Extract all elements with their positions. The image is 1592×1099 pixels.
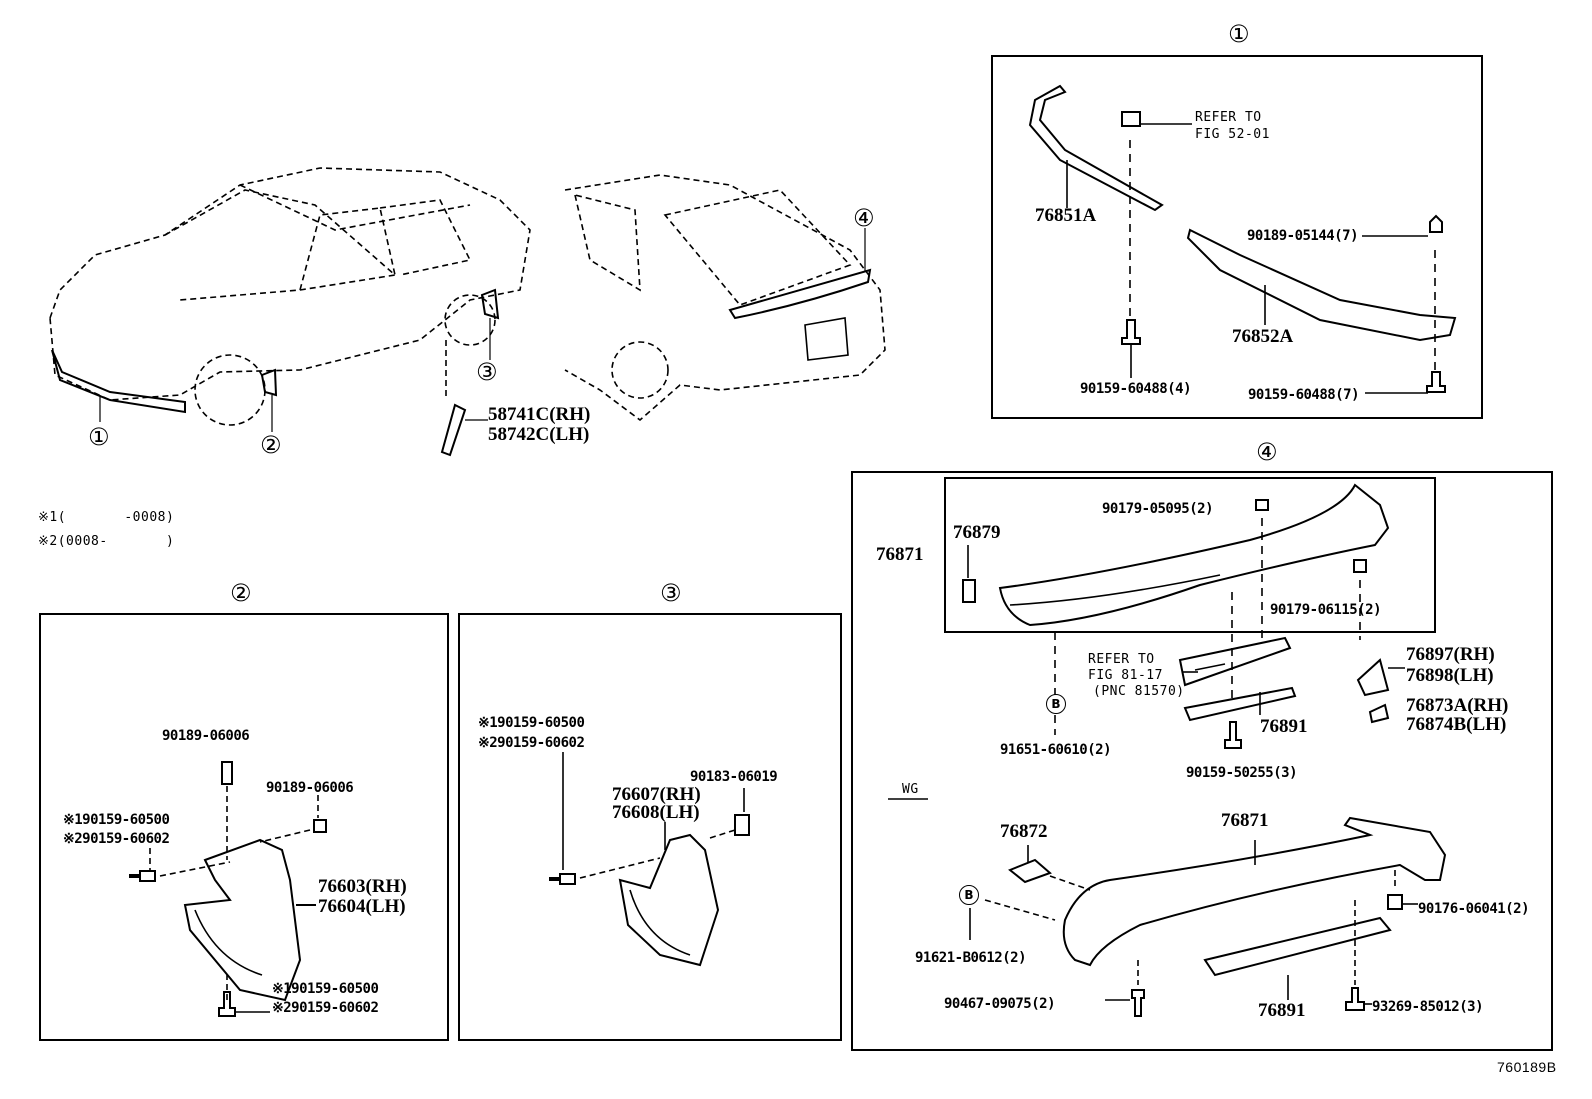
section4-frame: [851, 471, 1553, 1051]
screw-90159-50255-icon: [1224, 721, 1242, 749]
section1-frame: [991, 55, 1483, 419]
bracket-76897-part: [1356, 658, 1390, 697]
part-90159-60500-b[interactable]: ※190159-60500: [272, 981, 379, 997]
screw-side-icon-3: [549, 873, 576, 885]
mudflap-76607: [618, 833, 720, 967]
spoiler-76871: [998, 483, 1390, 627]
spoiler-76851a: [1028, 84, 1164, 212]
rear-car-illustration: [564, 174, 886, 422]
part-90189-05144[interactable]: 90189-05144(7): [1247, 228, 1359, 244]
part-58741c[interactable]: 58741C(RH): [488, 404, 591, 425]
stop-lamp-part: [1178, 636, 1292, 687]
clip-90189-06006-icon: [221, 761, 233, 785]
part-90183-06019[interactable]: 90183-06019: [690, 769, 778, 785]
clip-90189-icon: [1429, 214, 1443, 233]
nut-90183-icon: [734, 814, 750, 836]
part-76872[interactable]: 76872: [1000, 821, 1048, 842]
screw-icon-2: [1426, 371, 1446, 393]
section4-refer-line2[interactable]: FIG 81-17: [1088, 668, 1163, 683]
callout-1: ①: [88, 423, 110, 451]
marker-b-2: B: [959, 885, 979, 905]
part-90467-09075[interactable]: 90467-09075(2): [944, 996, 1056, 1012]
part-76604[interactable]: 76604(LH): [318, 896, 406, 917]
clip-90176-06041-icon: [1387, 894, 1403, 910]
part-76607[interactable]: 76607(RH): [612, 784, 701, 805]
part-90159-60602-b[interactable]: ※290159-60602: [272, 1000, 379, 1016]
clip-90189-06006b-icon: [313, 819, 327, 833]
part-90159-60488-4[interactable]: 90159-60488(4): [1080, 381, 1192, 397]
part-93269-85012[interactable]: 93269-85012(3): [1372, 999, 1484, 1015]
section2-callout: ②: [230, 579, 252, 607]
spoiler-76871-wg: [1062, 816, 1447, 967]
bolt-90467-09075-icon: [1131, 989, 1145, 1017]
part-58742c[interactable]: 58742C(LH): [488, 424, 590, 445]
clip-90179-06115-icon: [1353, 559, 1367, 573]
part-76879[interactable]: 76879: [953, 522, 1001, 543]
section4-refer-line1: REFER TO: [1088, 652, 1155, 667]
part-90159-50255[interactable]: 90159-50255(3): [1186, 765, 1298, 781]
section1-refer-line1: REFER TO: [1195, 110, 1262, 125]
part-76873a[interactable]: 76873A(RH): [1406, 695, 1509, 716]
front-mudguard-part: [260, 368, 278, 397]
part-90189-06006-b[interactable]: 90189-06006: [266, 780, 354, 796]
screw-bottom-icon: [218, 991, 236, 1017]
diagram-id: 760189B: [1497, 1059, 1557, 1075]
section1-callout: ①: [1228, 20, 1250, 48]
part-76852a[interactable]: 76852A: [1232, 326, 1294, 347]
front-spoiler-part: [51, 349, 186, 414]
sill-molding-part: [440, 403, 467, 457]
clip-90179-05095-icon: [1255, 499, 1269, 511]
section4-inner-frame: [944, 477, 1436, 633]
base-76891-wg-part: [1203, 916, 1392, 977]
clip-icon: [1121, 111, 1141, 127]
section1-refer-line2[interactable]: FIG 52-01: [1195, 127, 1270, 142]
section2-frame: [39, 613, 449, 1041]
part-90189-06006-a[interactable]: 90189-06006: [162, 728, 250, 744]
part-91621-b0612[interactable]: 91621-B0612(2): [915, 950, 1027, 966]
bolt-93269-85012-icon: [1345, 987, 1365, 1011]
part-90159-60488-7[interactable]: 90159-60488(7): [1248, 387, 1360, 403]
clip-76879-icon: [962, 579, 976, 603]
section3-callout: ③: [660, 579, 682, 607]
section4-refer-line3: (PNC 81570): [1093, 684, 1185, 699]
section4-callout: ④: [1256, 438, 1278, 466]
note-2: ※2(0008- ): [38, 534, 175, 549]
pad-76873a-part: [1368, 703, 1390, 724]
rear-spoiler-part: [728, 268, 872, 320]
part-76874b[interactable]: 76874B(LH): [1406, 714, 1507, 735]
part-90179-05095[interactable]: 90179-05095(2): [1102, 501, 1214, 517]
part-76871-a[interactable]: 76871: [876, 544, 924, 565]
part-76603[interactable]: 76603(RH): [318, 876, 407, 897]
part-90159-60500-a[interactable]: ※190159-60500: [63, 812, 170, 828]
part-76891-a[interactable]: 76891: [1260, 716, 1308, 737]
part-91651-60610[interactable]: 91651-60610(2): [1000, 742, 1112, 758]
part-76891-b[interactable]: 76891: [1258, 1000, 1306, 1021]
part-76898[interactable]: 76898(LH): [1406, 665, 1494, 686]
part-90159-60500-c[interactable]: ※190159-60500: [478, 715, 585, 731]
marker-b-1: B: [1046, 694, 1066, 714]
pad-76872-part: [1008, 858, 1052, 884]
part-76608[interactable]: 76608(LH): [612, 802, 700, 823]
part-76871-b[interactable]: 76871: [1221, 810, 1269, 831]
mudflap-76603: [183, 838, 302, 1002]
part-90159-60602-c[interactable]: ※290159-60602: [478, 735, 585, 751]
section3-frame: [458, 613, 842, 1041]
part-90159-60602-a[interactable]: ※290159-60602: [63, 831, 170, 847]
part-76851a[interactable]: 76851A: [1035, 205, 1097, 226]
callout-4: ④: [853, 204, 875, 232]
part-90179-06115[interactable]: 90179-06115(2): [1270, 602, 1382, 618]
screw-icon: [1121, 319, 1141, 345]
note-1: ※1( -0008): [38, 510, 175, 525]
front-car-illustration: [49, 167, 531, 426]
wg-label: WG: [902, 782, 919, 797]
rear-mudguard-part: [480, 288, 500, 320]
callout-2: ②: [260, 431, 282, 459]
base-76891-part: [1183, 686, 1297, 722]
screw-side-icon: [129, 870, 156, 882]
callout-3: ③: [476, 358, 498, 386]
spoiler-76852a: [1186, 228, 1457, 342]
part-76897[interactable]: 76897(RH): [1406, 644, 1495, 665]
part-90176-06041[interactable]: 90176-06041(2): [1418, 901, 1530, 917]
